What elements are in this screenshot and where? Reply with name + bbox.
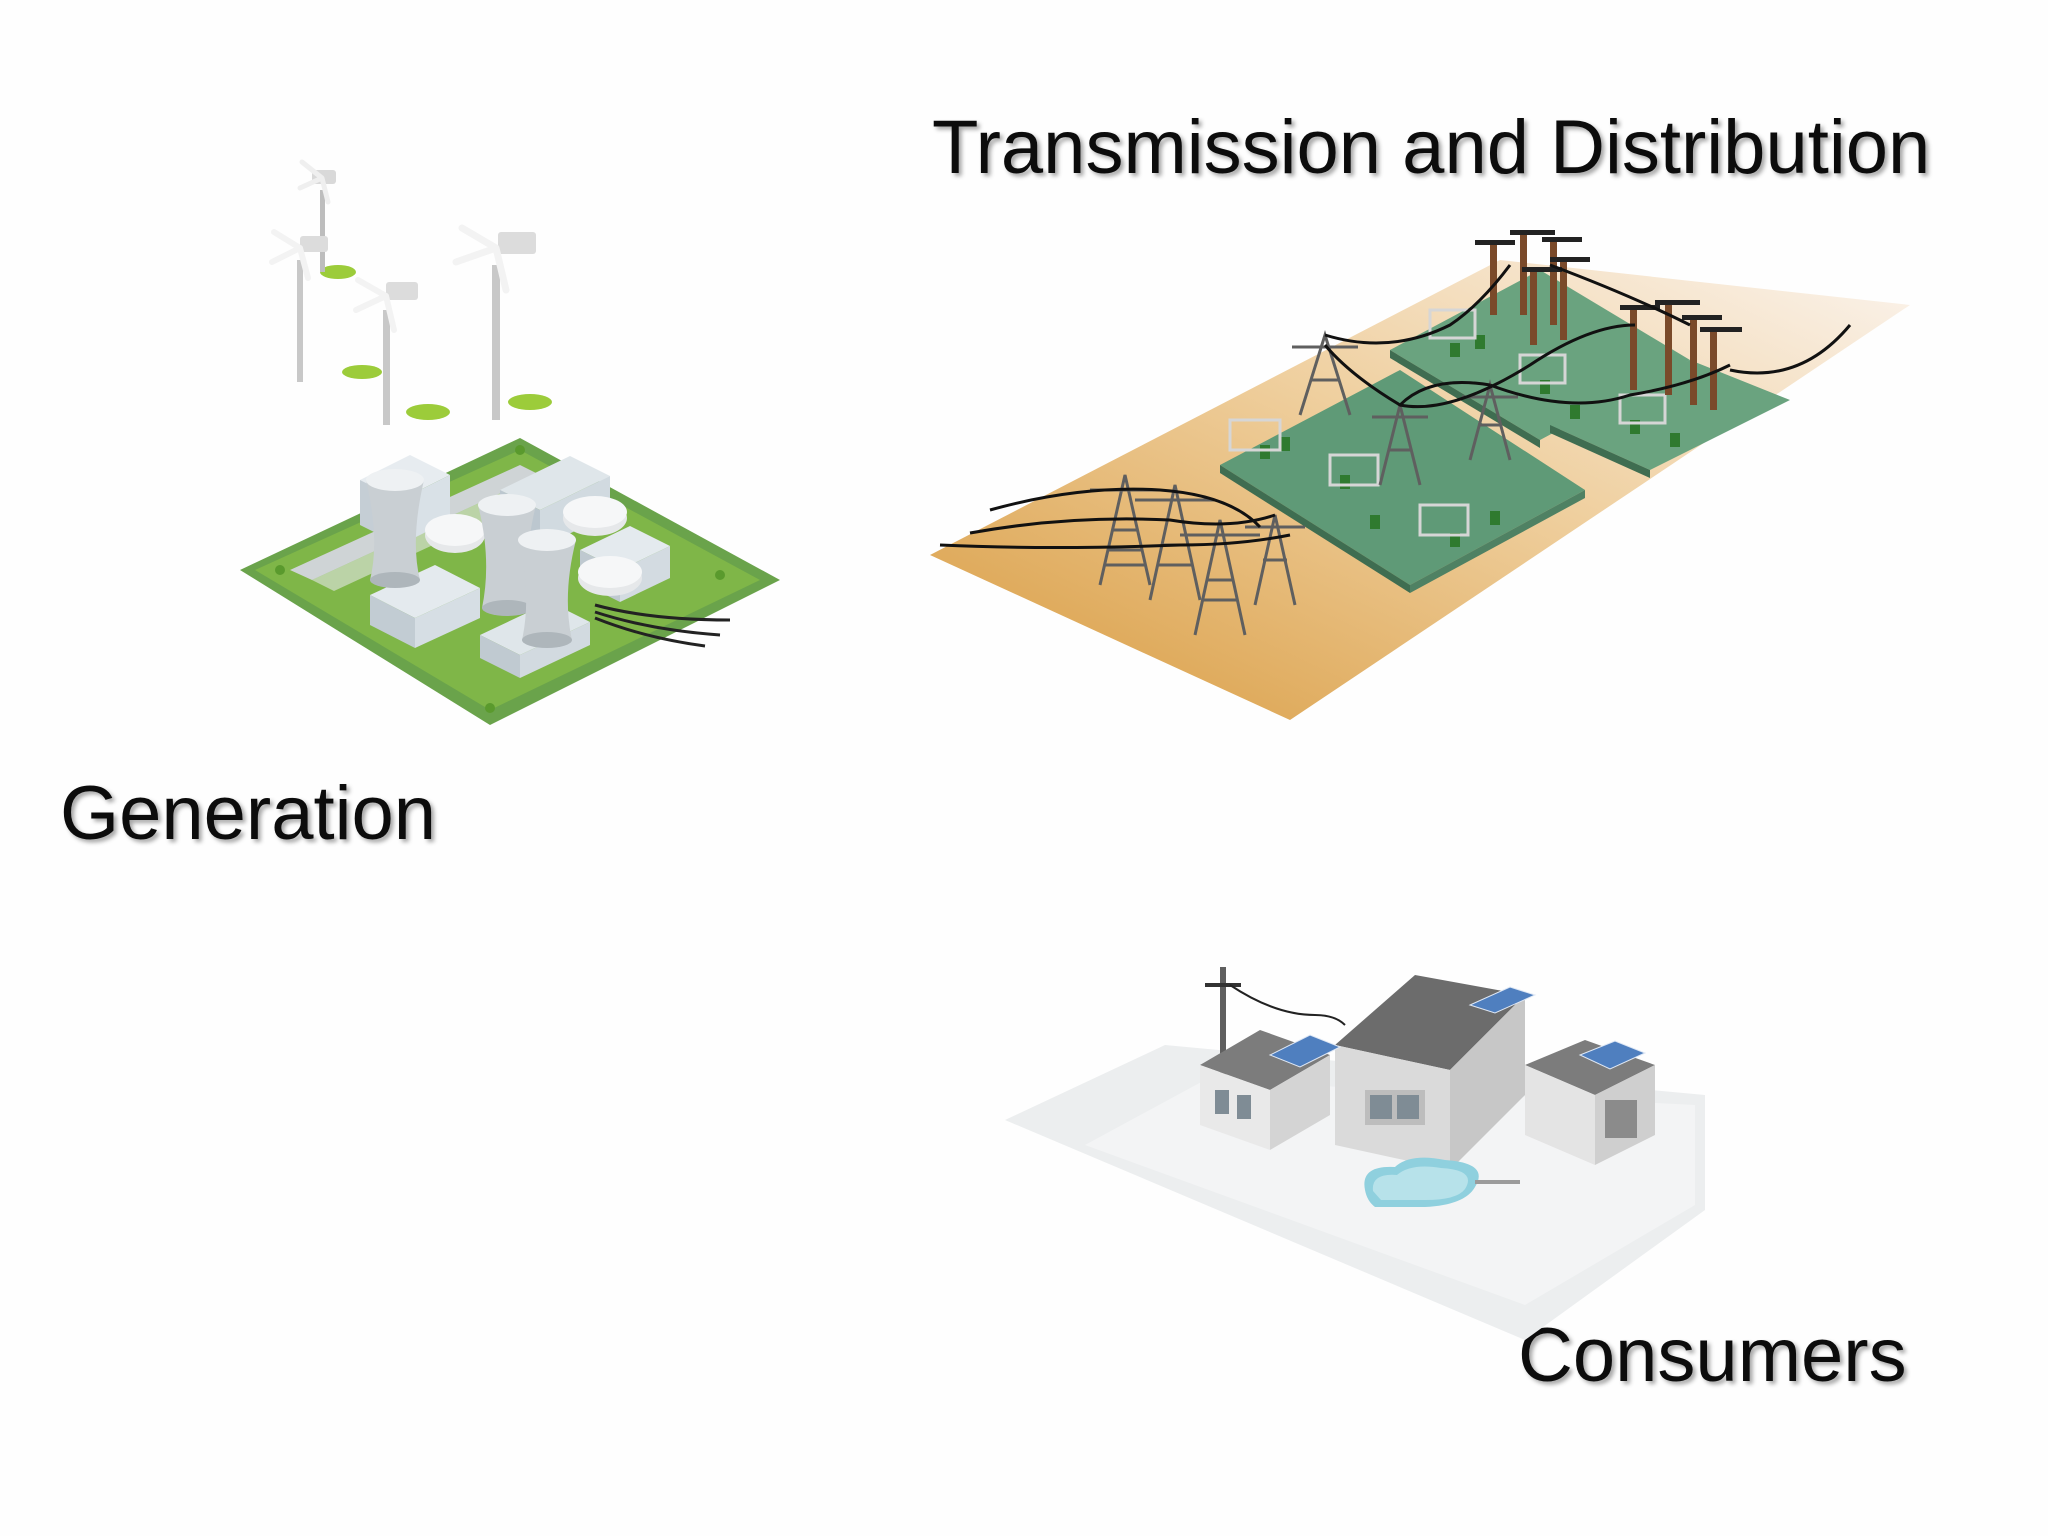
- transmission-and-distribution-label: Transmission and Distribution: [932, 110, 1930, 186]
- transmission-distribution-illustration: [930, 215, 1910, 735]
- consumer-house-illustration: [1005, 955, 1705, 1355]
- power-plant-icon: [240, 438, 780, 725]
- power-plant-illustration: [250, 150, 810, 740]
- generation-label: Generation: [60, 776, 436, 852]
- wind-turbines-icon: [272, 162, 552, 425]
- house-icon: [1200, 975, 1655, 1170]
